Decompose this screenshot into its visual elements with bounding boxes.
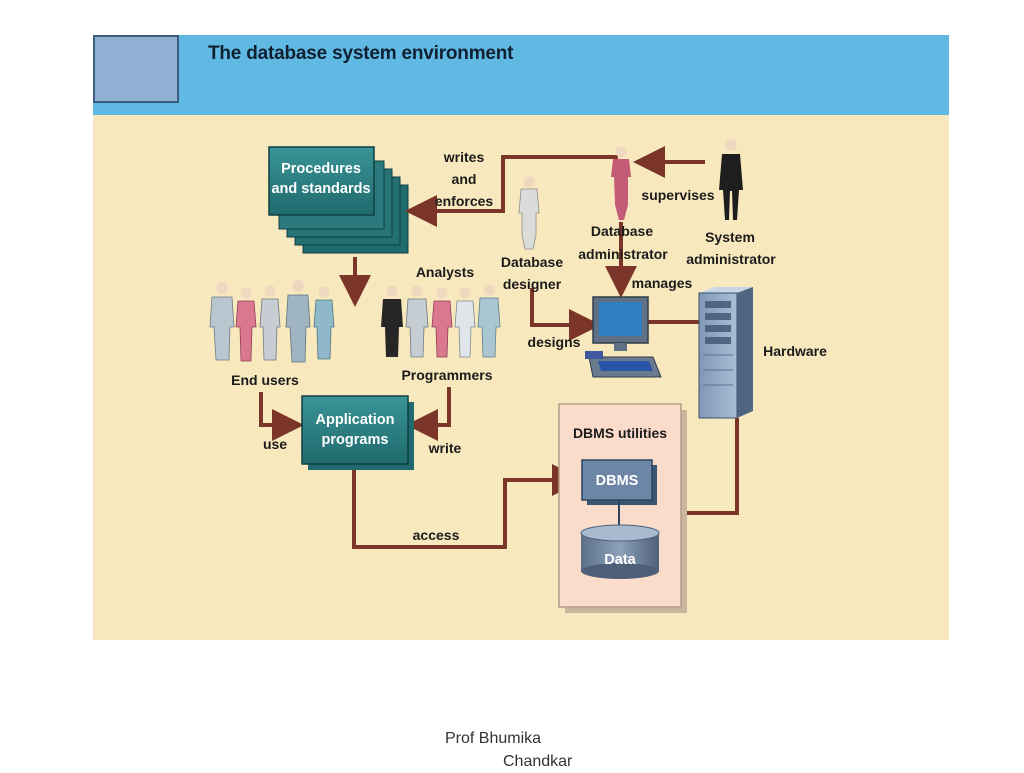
application-programs-line1: Application — [316, 412, 395, 428]
computer-icon — [585, 296, 662, 378]
label-database-administrator-2: administrator — [578, 246, 668, 262]
footer-line2: Chandkar — [503, 753, 573, 770]
label-database-designer-1: Database — [501, 254, 563, 270]
diagram-canvas: Procedures and standards Applica — [209, 139, 827, 613]
dbms-utilities-title: DBMS utilities — [573, 425, 667, 441]
label-writes: writes — [443, 149, 485, 165]
label-use: use — [263, 436, 287, 452]
dbms-utilities-box: DBMS utilities DBMS Data — [558, 403, 687, 613]
label-supervises: supervises — [641, 187, 714, 203]
arrow-access — [352, 464, 584, 549]
label-programmers: Programmers — [401, 367, 492, 383]
database-designer-figure — [518, 176, 540, 250]
title-banner: The database system environment — [93, 35, 949, 115]
procedures-label-line2: and standards — [271, 181, 370, 197]
label-and: and — [452, 171, 477, 187]
end-users-figures — [209, 280, 335, 363]
dbms-label: DBMS — [596, 473, 639, 489]
dbms-box — [581, 459, 653, 501]
line-hardware-dbms — [685, 418, 739, 515]
label-enforces: enforces — [435, 193, 494, 209]
label-hardware: Hardware — [763, 343, 827, 359]
label-designs: designs — [528, 334, 581, 350]
arrow-designer-designs — [530, 288, 601, 341]
system-administrator-figure — [719, 139, 743, 220]
banner-square-decoration — [93, 35, 179, 103]
application-programs-line2: programs — [322, 432, 389, 448]
labels: writes and enforces supervises Database … — [231, 149, 827, 543]
label-system-administrator-1: System — [705, 229, 755, 245]
application-programs-box: Application programs — [301, 395, 414, 470]
label-access: access — [413, 527, 460, 543]
database-administrator-figure — [611, 146, 631, 220]
label-manages: manages — [632, 275, 693, 291]
label-database-designer-2: designer — [503, 276, 562, 292]
arrow-programmers-write — [406, 387, 451, 441]
label-system-administrator-2: administrator — [686, 251, 776, 267]
label-end-users: End users — [231, 372, 299, 388]
data-label: Data — [604, 552, 636, 568]
hardware-server-icon — [698, 287, 753, 419]
arrow-endusers-use — [259, 392, 304, 441]
label-database-administrator-1: Database — [591, 223, 653, 239]
data-cylinder: Data — [580, 524, 660, 579]
footer-line1: Prof Bhumika — [445, 730, 542, 747]
diagram-figure: The database system environment — [93, 35, 949, 640]
people-figures — [209, 139, 743, 363]
slide-footer: Prof Bhumika Chandkar — [445, 727, 645, 773]
arrow-dba-to-procedures — [405, 155, 618, 227]
arrows — [259, 146, 739, 549]
label-write: write — [428, 440, 462, 456]
label-analysts: Analysts — [416, 264, 475, 280]
procedures-stack: Procedures and standards — [268, 146, 409, 254]
procedures-label-line1: Procedures — [281, 161, 361, 177]
analysts-programmers-figures — [381, 284, 501, 358]
diagram-title: The database system environment — [208, 43, 514, 64]
